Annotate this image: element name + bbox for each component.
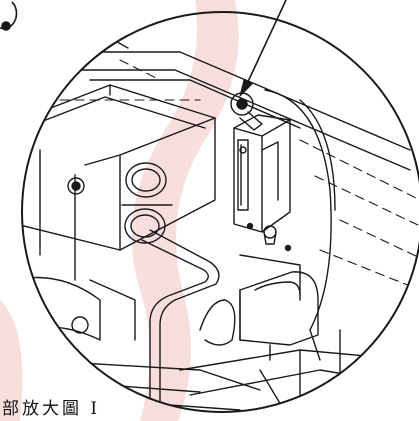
watermark — [0, 0, 239, 421]
outside-fragment — [0, 1, 18, 31]
dashed-guides — [29, 59, 419, 291]
magnifier-circle — [21, 11, 419, 413]
cam-block — [199, 271, 321, 361]
housing-box — [22, 84, 216, 281]
roller-lever — [230, 92, 263, 131]
ports — [121, 162, 173, 244]
bent-tube — [141, 229, 220, 412]
leader-arrow — [239, 0, 287, 98]
figure-caption: 部放大圖 Ⅰ — [2, 399, 101, 419]
mounting-plate — [239, 89, 336, 331]
limit-switch — [233, 114, 291, 245]
lower-cylinder — [22, 276, 261, 411]
